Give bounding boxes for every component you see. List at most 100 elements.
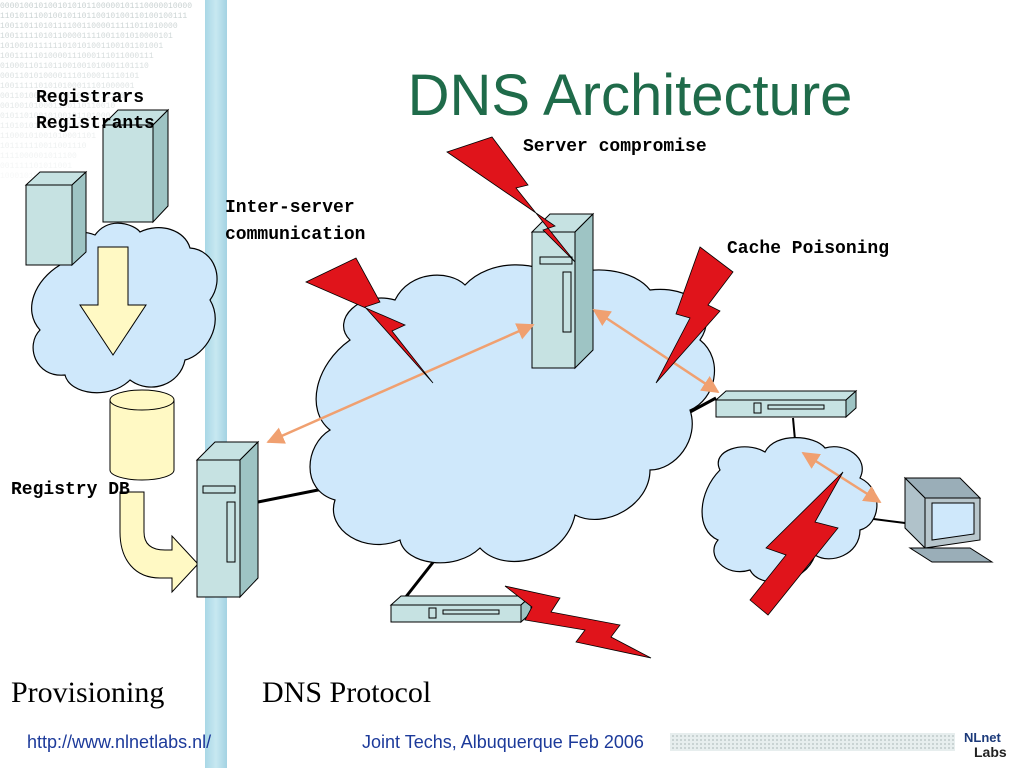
footer-dot (676, 743, 678, 745)
footer-dot (852, 747, 854, 749)
binary-line: 100111110101100001111001101010000101 (0, 32, 173, 41)
footer-dot (724, 747, 726, 749)
binary-line: 00110100101010010101011100 (0, 92, 125, 101)
footer-dot (792, 735, 794, 737)
footer-dot (812, 747, 814, 749)
internet-cloud (309, 264, 715, 564)
footer-dot (736, 747, 738, 749)
footer-dot (764, 747, 766, 749)
footer-event: Joint Techs, Albuquerque Feb 2006 (362, 732, 644, 752)
footer-dot (760, 735, 762, 737)
footer-dot (772, 743, 774, 745)
footer-dot (928, 739, 930, 741)
footer-dot (744, 739, 746, 741)
footer-dot (844, 747, 846, 749)
footer-dot (672, 739, 674, 741)
section-label-dns-protocol: DNS Protocol (262, 676, 432, 709)
footer-dot (860, 739, 862, 741)
footer-dot (720, 735, 722, 737)
footer-dot (700, 735, 702, 737)
footer-dot (760, 747, 762, 749)
footer-dot (828, 735, 830, 737)
footer-dot (828, 739, 830, 741)
footer-dot (708, 747, 710, 749)
client-laptop (903, 476, 994, 563)
footer-dot (804, 735, 806, 737)
footer-dot (912, 743, 914, 745)
footer-dot (768, 739, 770, 741)
footer-dot (928, 743, 930, 745)
footer-dot (856, 743, 858, 745)
footer-dot (920, 735, 922, 737)
footer-dot (768, 735, 770, 737)
footer-dot (756, 743, 758, 745)
footer-dot (780, 735, 782, 737)
footer-dot (816, 743, 818, 745)
footer-dot (796, 739, 798, 741)
footer-dot (676, 739, 678, 741)
binary-line: 101111110011001110 (0, 142, 87, 151)
footer-dot (712, 739, 714, 741)
footer-dot (820, 743, 822, 745)
footer-dot (876, 735, 878, 737)
footer-dot (832, 739, 834, 741)
footer-url[interactable]: http://www.nlnetlabs.nl/ (27, 732, 212, 752)
footer-dot (684, 735, 686, 737)
footer-dot (944, 735, 946, 737)
footer-dot (732, 739, 734, 741)
footer-dot (924, 743, 926, 745)
footer-dot (896, 739, 898, 741)
footer-dot (840, 747, 842, 749)
footer-dot (756, 747, 758, 749)
footer-dot (844, 735, 846, 737)
footer-dot (888, 747, 890, 749)
registry-db-cylinder (109, 389, 175, 481)
footer-dot (740, 739, 742, 741)
footer-dot (792, 743, 794, 745)
footer-dot (924, 735, 926, 737)
footer-dot (900, 743, 902, 745)
footer-dot (876, 743, 878, 745)
label-registry-db: Registry DB (11, 480, 130, 500)
footer-dot (780, 743, 782, 745)
footer-dots (672, 735, 954, 749)
footer-dot (784, 739, 786, 741)
footer-dot (688, 739, 690, 741)
footer-dot (952, 747, 954, 749)
footer-dot (916, 739, 918, 741)
footer-dot (688, 743, 690, 745)
footer-dot (788, 739, 790, 741)
footer-dot (916, 735, 918, 737)
db-to-server-curved-arrow (119, 491, 199, 594)
footer-dot (952, 739, 954, 741)
footer-dot (812, 743, 814, 745)
footer-dot (800, 747, 802, 749)
footer-dot (764, 743, 766, 745)
footer-dot (684, 739, 686, 741)
footer-dot (720, 739, 722, 741)
footer-dot (736, 739, 738, 741)
registrar-server-small (24, 170, 88, 267)
footer-dot (696, 747, 698, 749)
footer-dot (700, 739, 702, 741)
footer-dot (868, 739, 870, 741)
footer-dot (696, 743, 698, 745)
footer-dot (820, 747, 822, 749)
footer-dot (672, 743, 674, 745)
footer-dot (908, 747, 910, 749)
footer-dot (764, 739, 766, 741)
footer-dot (808, 747, 810, 749)
footer-dot (904, 743, 906, 745)
footer-dot (692, 743, 694, 745)
footer-dot (808, 743, 810, 745)
footer-dot (852, 739, 854, 741)
footer-dot (780, 747, 782, 749)
footer-dot (872, 743, 874, 745)
footer-dot (776, 743, 778, 745)
cache-poisoning-arrow (592, 308, 720, 394)
footer-dot (696, 739, 698, 741)
footer-dot (828, 743, 830, 745)
footer-dot (736, 735, 738, 737)
footer-dot (692, 735, 694, 737)
footer-dot (892, 735, 894, 737)
